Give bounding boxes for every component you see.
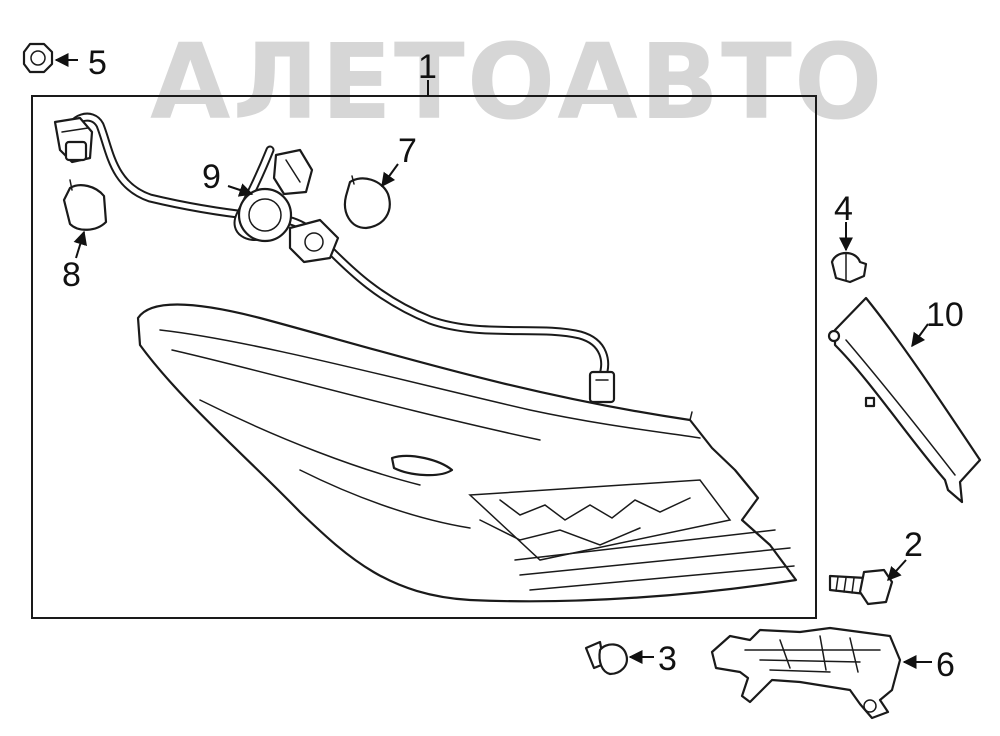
callout-8: 8 [62, 256, 81, 294]
part-8-bulb [62, 179, 108, 231]
callout-9: 9 [202, 158, 221, 196]
leader-10 [911, 323, 929, 348]
callout-2: 2 [904, 526, 923, 564]
callout-5: 5 [88, 44, 107, 82]
connector-right [588, 370, 616, 404]
part-4-clip [830, 251, 868, 284]
leader-2 [887, 559, 907, 582]
callout-3: 3 [658, 640, 677, 678]
assembly-frame [31, 95, 817, 619]
watermark: АЛЕТОАВТО [150, 21, 884, 143]
connector-left [53, 116, 94, 164]
leader-lines [54, 53, 932, 669]
watermark-text: АЛЕТОАВТО [150, 21, 884, 143]
part-7-bulb [343, 175, 391, 230]
part-2-bolt [828, 568, 894, 606]
part-9-socket [237, 148, 340, 264]
leader-8 [73, 230, 87, 259]
callout-7: 7 [398, 132, 417, 170]
part-1-tail-lamp [136, 303, 798, 603]
callout-1: 1 [418, 48, 437, 86]
part-5-nut [22, 42, 54, 74]
part-6-bracket [710, 626, 902, 720]
part-3-screw [584, 640, 628, 676]
part-10-trim [827, 296, 982, 504]
callout-4: 4 [834, 190, 853, 228]
leader-9 [227, 183, 254, 197]
leader-7 [381, 163, 399, 188]
callout-10: 10 [926, 296, 964, 334]
callout-labels: 1 5 7 9 8 4 10 2 3 6 [62, 44, 964, 684]
callout-6: 6 [936, 646, 955, 684]
